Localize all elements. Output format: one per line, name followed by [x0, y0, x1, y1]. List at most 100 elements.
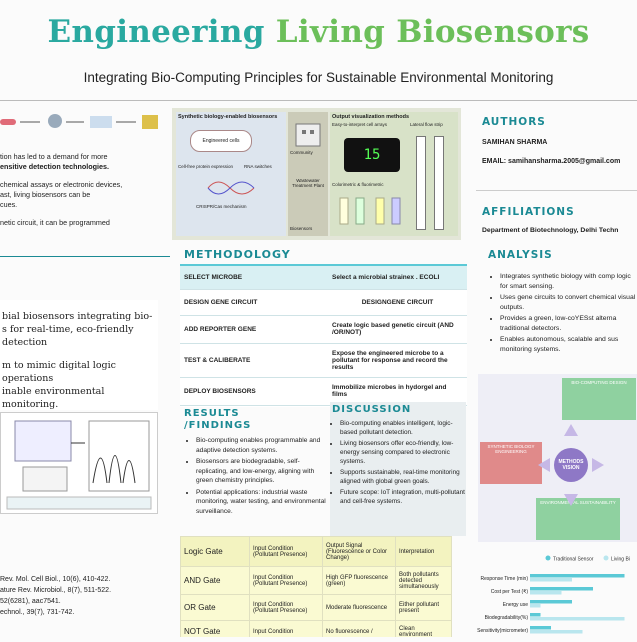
discussion-item: Living biosensors offer eco-friendly, lo… [340, 439, 466, 466]
bar [530, 604, 541, 608]
objective-line: inable environmental monitoring. [2, 386, 105, 410]
circuit-diagram [6, 420, 152, 510]
bar [530, 617, 625, 621]
intro-line: ast, living biosensors can be [0, 190, 91, 199]
intro-line: cues. [0, 200, 18, 209]
reference-item: echnol., 39(7), 731-742. [0, 609, 75, 616]
reference-item: ature Rev. Microbiol., 8(7), 511-522. [0, 587, 112, 594]
results-item: Potential applications: industrial waste… [196, 488, 328, 517]
title-divider [0, 100, 637, 101]
logic-circuit-figure [0, 412, 158, 514]
diagram-bottom-box: ENVIRONMENTAL SUSTAINABILITY [536, 498, 620, 540]
header-cell: Input Condition (Pollutant Presence) [249, 536, 323, 567]
bacteria-label: Biosensors [290, 226, 313, 231]
table-row: OR Gate Input Condition (Pollutant Prese… [180, 594, 452, 621]
poster-subtitle: Integrating Bio-Computing Principles for… [83, 70, 554, 85]
concept-diagram: BIO-COMPUTING DESIGN SYNTHETIC BIOLOGY E… [478, 374, 637, 542]
intro-text: tion has led to a demand for more ensiti… [0, 152, 168, 228]
cellfree-label: Cell-free protein expression [178, 164, 234, 169]
dna-icon [207, 181, 255, 195]
bar [530, 578, 572, 582]
objective-line: s for real-time, eco-friendly detection [2, 324, 134, 348]
results-item: Bio-computing enables programmable and a… [196, 436, 328, 455]
legend-marker [545, 555, 551, 561]
reference-item: Rev. Mol. Cell Biol., 10(6), 410-422. [0, 576, 111, 583]
pipeline-figure [0, 108, 168, 136]
desc-cell: Expose the engineered microbe to a pollu… [328, 343, 467, 378]
intro-line: chemical assays or electronic devices, [0, 180, 123, 189]
interpretation-cell: Either pollutant present [395, 594, 452, 621]
building-icon [295, 123, 321, 147]
objective-box: bial biosensors integrating bio- s for r… [0, 300, 158, 410]
bar [530, 630, 583, 634]
display-readout: 15 [344, 138, 400, 172]
category-label: Biodegradability(%) [485, 615, 529, 621]
step-cell: TEST & CALIBERATE [180, 343, 328, 378]
step-cell: ADD REPORTER GENE [180, 315, 328, 344]
bar [530, 626, 551, 630]
right-divider [476, 190, 637, 191]
author-name: SAMIHAN SHARMA [482, 139, 548, 146]
diagram-top-box: BIO-COMPUTING DESIGN [562, 378, 636, 420]
intro-line: netic circuit, it can be programmed [0, 218, 110, 227]
table-row: Logic Gate Input Condition (Pollutant Pr… [180, 536, 452, 567]
intro-line: ensitive detection technologies. [0, 162, 110, 171]
poster-title: Engineering Living Biosensors [0, 14, 637, 50]
comparison-chart: Traditional Sensor Living Bi Response Time… [472, 550, 637, 637]
category-label: Response Time (min) [480, 576, 528, 582]
legend-label: Traditional Sensor [553, 557, 594, 563]
input-cell: Input Condition (Pollutant Presence) [249, 594, 323, 621]
output-panel: Output visualization methods Easy-to-int… [330, 112, 458, 236]
table-row: NOT Gate Input Condition No fluorescence… [180, 620, 452, 637]
diagram-center-circle: METHODS VISION [554, 448, 588, 482]
intro-line: tion has led to a demand for more [0, 152, 108, 161]
header-cell: Interpretation [395, 536, 452, 567]
wastewater-label: Wastewater Treatment Plant [292, 178, 324, 188]
discussion-item: Future scope: IoT integration, multi-pol… [340, 488, 466, 506]
objective-line: bial biosensors integrating bio- [2, 311, 153, 322]
logic-gate-table: Logic Gate Input Condition (Pollutant Pr… [180, 536, 452, 637]
legend-label: Living Bi [611, 557, 630, 563]
community-label: Community [290, 150, 313, 155]
desc-cell: Create logic based genetic circuit (AND … [328, 315, 467, 344]
affiliations-heading: AFFILIATIONS [482, 206, 575, 218]
diagram-left-box: SYNTHETIC BIOLOGY ENGINEERING [480, 442, 542, 484]
pipeline-icons [0, 114, 158, 129]
lateral-label: Lateral flow strip [410, 122, 443, 127]
author-email: EMAIL: samihansharma.2005@gmail.com [482, 158, 621, 165]
category-label: Energy use [503, 602, 529, 608]
bar [530, 574, 625, 578]
input-cell: Input Condition [249, 620, 323, 637]
output-cell: Moderate fluorescence [322, 594, 396, 621]
results-item: Biosensors are biodegradable, self-repli… [196, 457, 328, 486]
diagram-arrows [538, 424, 604, 506]
crispr-label: CRISPR/Cas mechanism [196, 204, 247, 209]
category-label: Sensitivity(micrometer) [477, 628, 528, 634]
title-part-1: Engineering [47, 14, 276, 50]
results-list: Bio-computing enables programmable and a… [186, 436, 328, 518]
discussion-heading: DISCUSSION [332, 404, 412, 415]
category-label: Cost per Test (₹) [491, 589, 529, 595]
output-title: Output visualization methods [332, 114, 410, 120]
output-cell: No fluorescence / [322, 620, 396, 637]
references: Rev. Mol. Cell Biol., 10(6), 410-422. at… [0, 574, 168, 618]
test-strip-2 [434, 136, 444, 230]
gate-cell: NOT Gate [180, 620, 250, 637]
legend-marker [603, 555, 609, 561]
step-cell: DEPLOY BIOSENSORS [180, 377, 328, 406]
vials-icon [339, 197, 401, 225]
synbio-title: Synthetic biology-enabled biosensors [178, 114, 278, 120]
gate-cell: AND Gate [180, 566, 250, 595]
table-row: AND Gate Input Condition (Pollutant Pres… [180, 566, 452, 595]
engineered-cells: Engineered cells [190, 130, 252, 152]
step-cell: DESIGN GENE CIRCUIT [180, 289, 328, 316]
analysis-item: Enables autonomous, scalable and sus mon… [500, 335, 637, 354]
discussion-item: Bio-computing enables intelligent, logic… [340, 419, 466, 437]
left-divider [0, 256, 170, 257]
desc-cell: Immobilize microbes in hydorgel and film… [328, 377, 467, 406]
